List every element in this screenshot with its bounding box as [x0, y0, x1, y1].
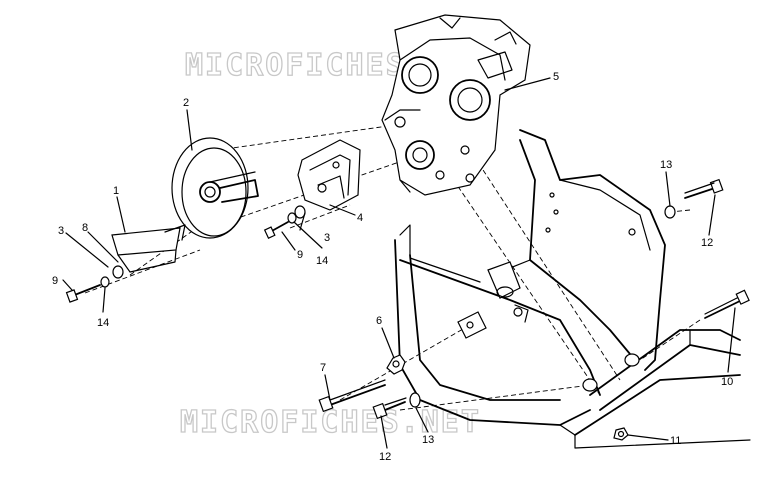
callout-12-right: 12: [701, 237, 713, 249]
drive-sheave: [171, 137, 259, 239]
callout-1: 1: [113, 185, 119, 197]
guard-plate: [111, 224, 186, 273]
frame-chassis: [394, 129, 751, 449]
leader-lines: [62, 77, 736, 449]
callout-6: 6: [376, 315, 382, 327]
callout-10: 10: [721, 376, 733, 388]
mounting-bracket: [297, 139, 361, 211]
bolt-12-upper: [664, 178, 724, 219]
callout-13-bottom: 13: [422, 434, 434, 446]
long-bolt-7: [318, 379, 386, 413]
callout-14-right: 14: [316, 255, 328, 267]
fasteners-left: [65, 205, 306, 303]
callout-5: 5: [553, 71, 559, 83]
callout-4: 4: [357, 212, 363, 224]
star-nut: [386, 354, 406, 375]
callout-2: 2: [183, 97, 189, 109]
gearcase-housing: [381, 14, 531, 196]
callout-3-left: 3: [58, 225, 64, 237]
callout-8: 8: [82, 222, 88, 234]
callout-13-right: 13: [660, 159, 672, 171]
callout-9-left: 9: [52, 275, 58, 287]
callout-12-bottom: 12: [379, 451, 391, 463]
callout-labels: 1 2 3 3 4 5 6 7 8 9 9 10 11 12 12 13 13 …: [52, 71, 733, 463]
nut-11: [613, 427, 629, 441]
callout-9-right: 9: [297, 249, 303, 261]
watermark-bottom: MICROFICHES.NET: [180, 405, 481, 440]
callout-14-left: 14: [97, 317, 109, 329]
callout-3-right: 3: [324, 232, 330, 244]
callout-7: 7: [320, 362, 326, 374]
bolt-12-lower: [372, 392, 421, 420]
long-bolt-10: [704, 289, 750, 319]
callout-11: 11: [670, 435, 681, 447]
